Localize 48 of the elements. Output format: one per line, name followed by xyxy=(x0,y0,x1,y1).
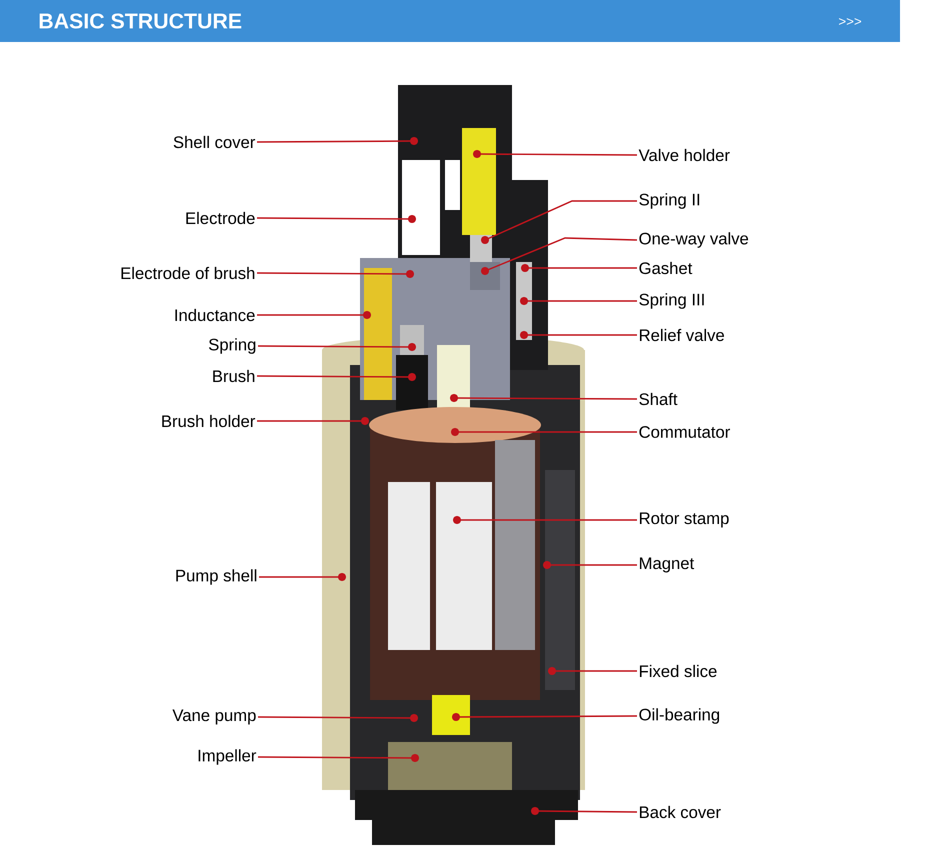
leader-line xyxy=(258,343,416,351)
part-label: Shaft xyxy=(639,392,678,406)
part-label: Commutator xyxy=(639,426,730,438)
part-label: Brush xyxy=(213,370,254,382)
arrow-text: >>> xyxy=(839,18,862,25)
leader-line xyxy=(257,311,371,319)
part-label: Gashet xyxy=(639,262,692,274)
leader-line xyxy=(453,516,637,524)
part-label: Fixed slice xyxy=(640,664,717,678)
leader-line xyxy=(520,331,637,339)
leader-line xyxy=(473,150,637,158)
part-label: Magnet xyxy=(640,558,694,572)
leader-line xyxy=(257,270,414,278)
leader-line xyxy=(257,137,418,145)
part-label: Pump shell xyxy=(176,569,256,585)
part-label: Oil-bearing xyxy=(639,708,720,724)
leader-line xyxy=(543,561,637,569)
leader-line xyxy=(481,237,638,275)
part-label: Impeller xyxy=(198,749,256,765)
title: BASIC STRUCTURE xyxy=(40,13,242,29)
part-label: Back cover xyxy=(640,806,721,818)
part-label: Spring III xyxy=(639,293,704,309)
leader-line xyxy=(450,394,637,402)
leader-line xyxy=(481,200,637,244)
part-label: Inductance xyxy=(175,308,255,322)
leader-line xyxy=(258,754,419,762)
leader-line xyxy=(259,573,346,581)
part-label: Vane pump xyxy=(172,710,256,724)
part-label: Electrode of brush xyxy=(122,266,254,280)
part-label: Shell cover xyxy=(174,136,256,148)
leader-line xyxy=(257,417,369,425)
leader-line xyxy=(548,667,637,675)
leader-line xyxy=(451,428,637,436)
part-label: Spring xyxy=(208,338,256,354)
part-label: Brush holder xyxy=(162,414,256,428)
leader-line xyxy=(257,373,416,381)
leader-line xyxy=(452,713,637,721)
leader-line xyxy=(258,714,418,722)
leader-line xyxy=(257,215,416,223)
leader-line xyxy=(531,807,638,815)
part-label: Relief valve xyxy=(640,328,724,342)
leader-line xyxy=(521,264,637,272)
part-label: Spring II xyxy=(639,193,700,209)
leader-line xyxy=(520,297,637,305)
part-label: One-way valve xyxy=(639,232,748,248)
part-label: Rotor stamp xyxy=(640,512,729,528)
part-label: Electrode xyxy=(186,212,255,224)
part-label: Valve holder xyxy=(638,148,730,162)
